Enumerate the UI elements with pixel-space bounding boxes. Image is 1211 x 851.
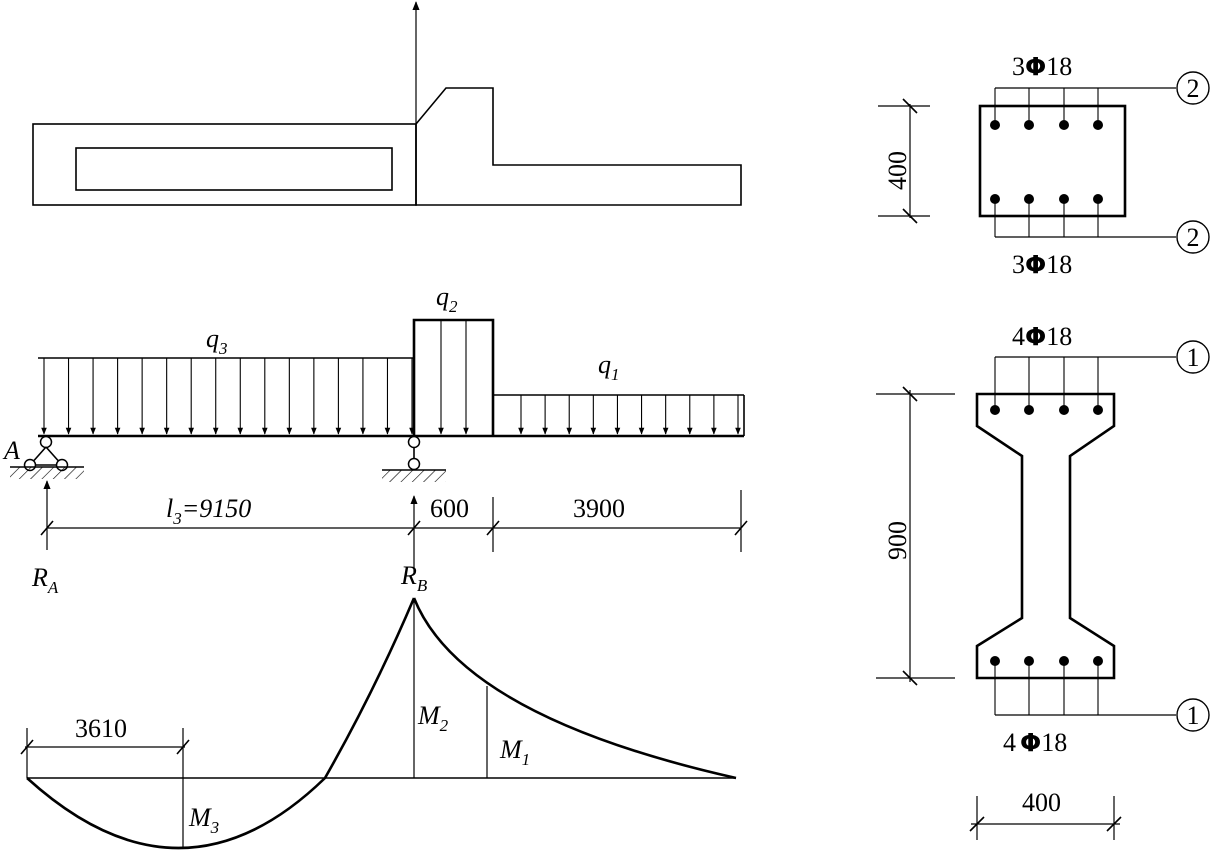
rebar-dot [1059, 120, 1069, 130]
elevation-cantilever-block [415, 87, 742, 206]
beam-elevation [32, 1, 742, 206]
q3-load-arrows [41, 358, 415, 435]
q1-load-arrows [518, 395, 741, 435]
support-a-label: A [2, 436, 20, 465]
i-section-outline [975, 392, 1116, 680]
marker-1-bottom: 1 [1187, 701, 1200, 730]
moment-diagram: M2 M1 M3 3610 [20, 597, 737, 850]
rebar-dot [1093, 656, 1103, 666]
rebar-dot [990, 194, 1000, 204]
marker-circle-2-top [1176, 71, 1210, 105]
rebar-dot [1093, 120, 1103, 130]
rebar-dot [1059, 405, 1069, 415]
q2-label: q2 [436, 282, 458, 316]
rebar-dot [1059, 194, 1069, 204]
rebar-dot [990, 405, 1000, 415]
span-dimensions [40, 490, 748, 552]
reaction-ra-label: RA [31, 563, 59, 597]
m1-label: M1 [499, 735, 530, 769]
elevation-opening [75, 147, 393, 191]
i-bottom-bars [990, 656, 1103, 715]
q2-load-block [412, 318, 495, 436]
rebar-dot [1024, 194, 1034, 204]
elevation-main-block [32, 123, 417, 206]
marker-1-top: 1 [1187, 343, 1200, 372]
rect-height-dim: 400 [883, 151, 912, 190]
marker-2-bottom: 2 [1187, 223, 1200, 252]
support-a [10, 435, 84, 479]
load-diagram: q3 q2 q1 A [2, 282, 748, 597]
span-l3-label: l3=9150 [166, 494, 251, 528]
i-height-dim: 900 [883, 521, 912, 560]
i-top-bars [990, 357, 1103, 415]
q3-label: q3 [206, 324, 228, 358]
rebar-dot [990, 120, 1000, 130]
rect-top-rebar-label: 3Φ18 [1012, 52, 1072, 81]
dim-3610: 3610 [75, 714, 127, 743]
rebar-dot [1093, 194, 1103, 204]
rebar-dot [1093, 405, 1103, 415]
rebar-dot [990, 656, 1000, 666]
rect-section-outline [978, 104, 1127, 218]
reaction-rb-label: RB [400, 561, 428, 595]
section-rectangular: 2 2 3Φ18 3Φ18 400 [878, 52, 1210, 279]
dim-3610-line [20, 728, 190, 778]
dim-3900: 3900 [573, 494, 625, 523]
i-width-dim: 400 [1022, 788, 1061, 817]
rebar-dot [1024, 656, 1034, 666]
i-top-rebar-label: 4Φ18 [1012, 322, 1072, 351]
moment-curve-cantilever [412, 597, 737, 780]
rect-bottom-bars [990, 194, 1103, 237]
q2-load-arrows [438, 320, 469, 435]
rebar-dot [1024, 405, 1034, 415]
moment-curve-span [26, 597, 416, 850]
support-b [382, 435, 446, 482]
rect-bottom-rebar-label: 3Φ18 [1012, 250, 1072, 279]
rebar-dot [1024, 120, 1034, 130]
q1-label: q1 [598, 350, 620, 384]
marker-circle-2-bottom [1176, 220, 1210, 254]
dim-600: 600 [430, 494, 469, 523]
m2-label: M2 [417, 701, 449, 735]
marker-circle-1-bottom [1176, 698, 1210, 732]
rect-top-bars [990, 88, 1103, 130]
rebar-dot [1059, 656, 1069, 666]
marker-2-top: 2 [1187, 74, 1200, 103]
m3-label: M3 [188, 803, 219, 837]
marker-circle-1-top [1176, 340, 1210, 374]
